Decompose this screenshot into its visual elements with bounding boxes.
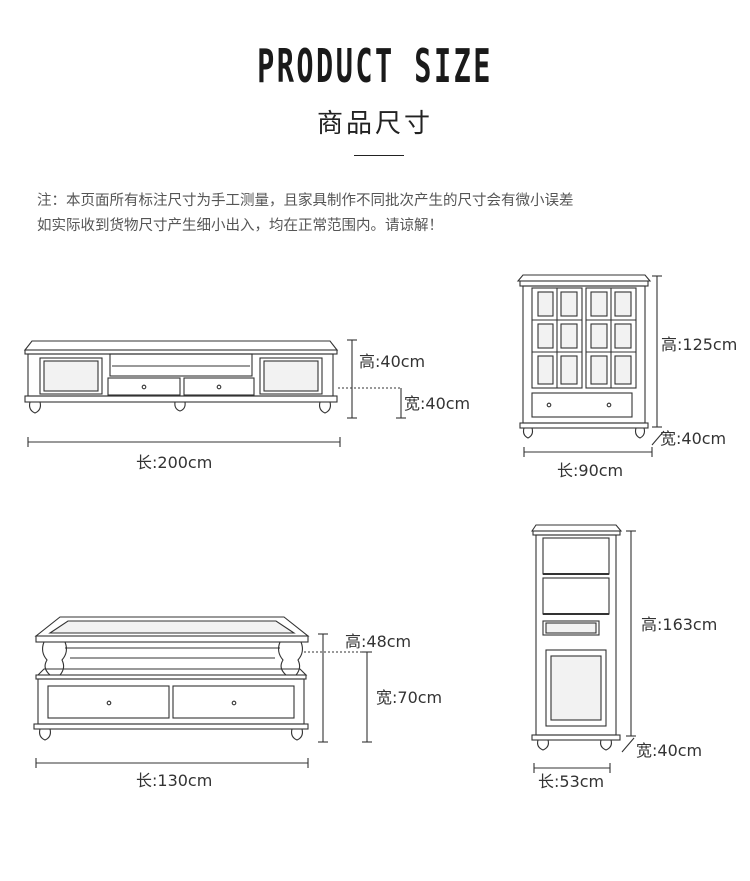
page-title-en: PRODUCT SIZE: [257, 39, 493, 93]
bookshelf-width-label: 宽:40cm: [636, 741, 703, 760]
coffee-table-drawing: [33, 616, 310, 741]
bookshelf-height-label: 高:163cm: [641, 615, 718, 634]
glass-cabinet-width-label: 宽:40cm: [660, 429, 727, 448]
tv-cabinet-dimension-lines: [27, 339, 406, 447]
note-line-1: 注：本页面所有标注尺寸为手工测量，且家具制作不同批次产生的尺寸会有微小误差: [37, 193, 574, 209]
glass-cabinet-dimension-lines: [523, 275, 665, 457]
bookshelf-length-label: 长:53cm: [538, 772, 605, 791]
tv-cabinet-drawing: [23, 340, 339, 414]
bookshelf-drawing: [530, 524, 623, 751]
measurement-note: 注：本页面所有标注尺寸为手工测量，且家具制作不同批次产生的尺寸会有微小误差 如实…: [37, 189, 717, 239]
coffee-table-width-label: 宽:70cm: [376, 688, 443, 707]
page-title-cn: 商品尺寸: [316, 109, 433, 139]
coffee-table-height-label: 高:48cm: [345, 632, 412, 651]
coffee-table-length-label: 长:130cm: [136, 771, 213, 790]
bookshelf-dimension-lines: [533, 530, 636, 773]
glass-cabinet-length-label: 长:90cm: [557, 461, 624, 480]
glass-cabinet-drawing: [516, 274, 652, 439]
glass-cabinet-height-label: 高:125cm: [661, 335, 738, 354]
tv-cabinet-width-label: 宽:40cm: [404, 394, 471, 413]
tv-cabinet-height-label: 高:40cm: [359, 352, 426, 371]
title-divider: [354, 155, 404, 156]
note-line-2: 如实际收到货物尺寸产生细小出入，均在正常范围内。请谅解！: [37, 218, 443, 234]
tv-cabinet-length-label: 长:200cm: [136, 453, 213, 472]
coffee-table-dimension-lines: [35, 633, 372, 768]
